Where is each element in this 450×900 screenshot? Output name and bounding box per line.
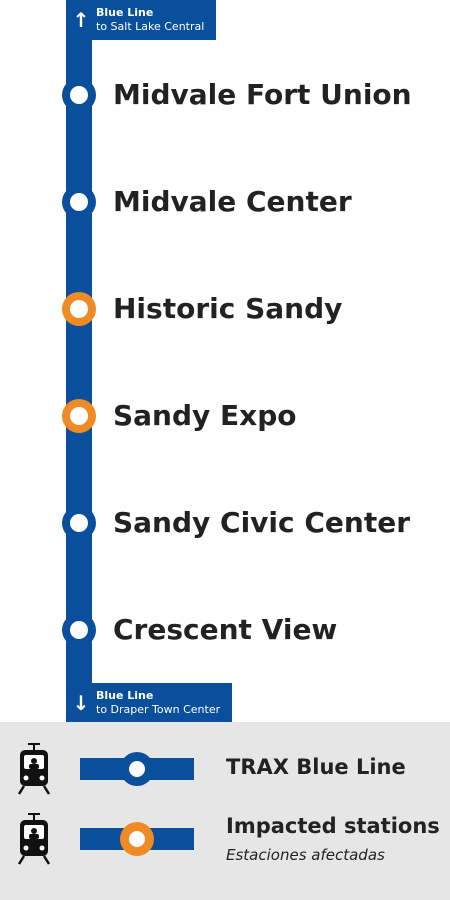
station-marker — [62, 506, 96, 540]
direction-tag-south: ↓ Blue Line to Draper Town Center — [66, 683, 232, 723]
direction-line-name: Blue Line — [96, 689, 154, 702]
arrow-up-icon: ↑ — [72, 8, 90, 32]
station-name: Sandy Civic Center — [113, 506, 411, 539]
impacted-station-marker — [62, 399, 96, 433]
station-marker — [62, 185, 96, 219]
blue-line-track — [66, 0, 92, 722]
tram-icon — [17, 743, 51, 795]
impacted-station-marker — [62, 292, 96, 326]
direction-tag-north: ↑ Blue Line to Salt Lake Central — [66, 0, 216, 40]
legend: TRAX Blue Line Impacted stations — [0, 722, 450, 900]
legend-impacted-label: Impacted stations — [226, 814, 440, 838]
direction-destination: to Salt Lake Central — [96, 20, 205, 33]
direction-line-name: Blue Line — [96, 6, 154, 19]
station-marker — [62, 613, 96, 647]
station-name: Historic Sandy — [113, 292, 343, 325]
legend-row-impacted: Impacted stations Estaciones afectadas — [0, 812, 450, 872]
trax-line-symbol — [80, 752, 194, 786]
station-name: Midvale Fort Union — [113, 78, 412, 111]
station-name: Midvale Center — [113, 185, 352, 218]
legend-impacted-sublabel: Estaciones afectadas — [226, 846, 385, 864]
arrow-down-icon: ↓ — [72, 691, 90, 715]
legend-trax-label: TRAX Blue Line — [226, 755, 406, 779]
station-name: Sandy Expo — [113, 399, 297, 432]
station-marker — [62, 78, 96, 112]
station-name: Crescent View — [113, 613, 338, 646]
legend-row-trax: TRAX Blue Line — [0, 742, 450, 802]
direction-destination: to Draper Town Center — [96, 703, 221, 716]
impacted-station-symbol — [80, 822, 194, 856]
tram-icon — [17, 813, 51, 865]
